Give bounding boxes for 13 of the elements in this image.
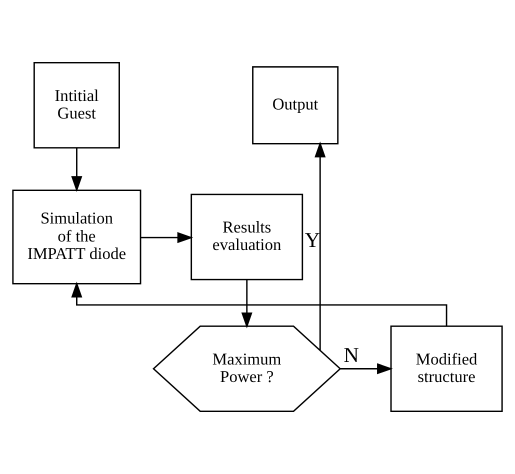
arrow [314, 142, 326, 350]
arrow [241, 280, 252, 328]
arrow [71, 148, 82, 192]
node-box: Simulation of the IMPATT diode [12, 190, 142, 284]
edge-label: N [344, 343, 360, 368]
node-box: Modified structure [390, 326, 503, 412]
node-box: Output [252, 66, 339, 144]
edge-label: Y [304, 228, 320, 252]
arrow [71, 282, 448, 326]
arrow [140, 232, 194, 244]
node-box: Intitial Guest [33, 62, 120, 148]
node-box: Results evaluation [190, 194, 304, 280]
arrow [340, 363, 393, 374]
